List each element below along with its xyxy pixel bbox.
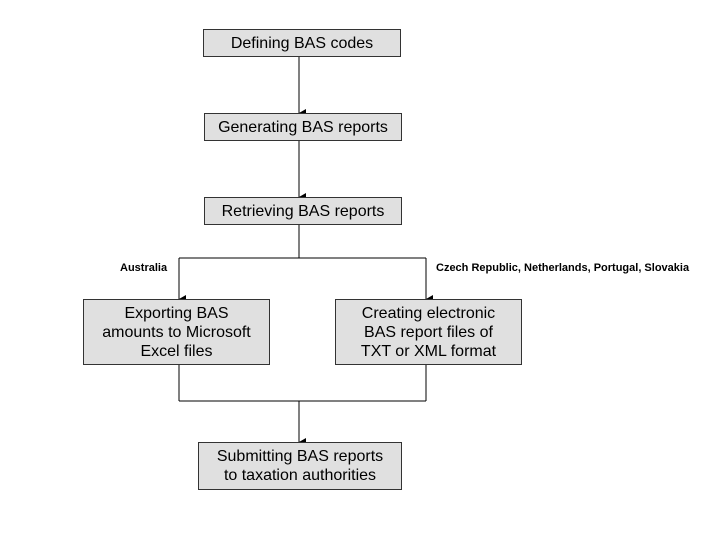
step-retrieving-bas-reports: Retrieving BAS reports: [204, 197, 402, 225]
step-label: Generating BAS reports: [218, 118, 388, 136]
step-label: Creating electronic BAS report files of …: [360, 304, 497, 360]
step-generating-bas-reports: Generating BAS reports: [204, 113, 402, 141]
step-creating-electronic-files: Creating electronic BAS report files of …: [335, 299, 522, 365]
step-label: Submitting BAS reports to taxation autho…: [216, 448, 384, 484]
step-submitting-bas-reports: Submitting BAS reports to taxation autho…: [198, 442, 402, 490]
step-defining-bas-codes: Defining BAS codes: [203, 29, 401, 57]
branch-label-eu-countries: Czech Republic, Netherlands, Portugal, S…: [436, 262, 690, 274]
step-exporting-to-excel: Exporting BAS amounts to Microsoft Excel…: [83, 299, 270, 365]
branch-label-australia: Australia: [120, 262, 168, 274]
step-label: Retrieving BAS reports: [221, 202, 385, 220]
step-label: Defining BAS codes: [230, 34, 374, 52]
step-label: Exporting BAS amounts to Microsoft Excel…: [102, 304, 251, 360]
